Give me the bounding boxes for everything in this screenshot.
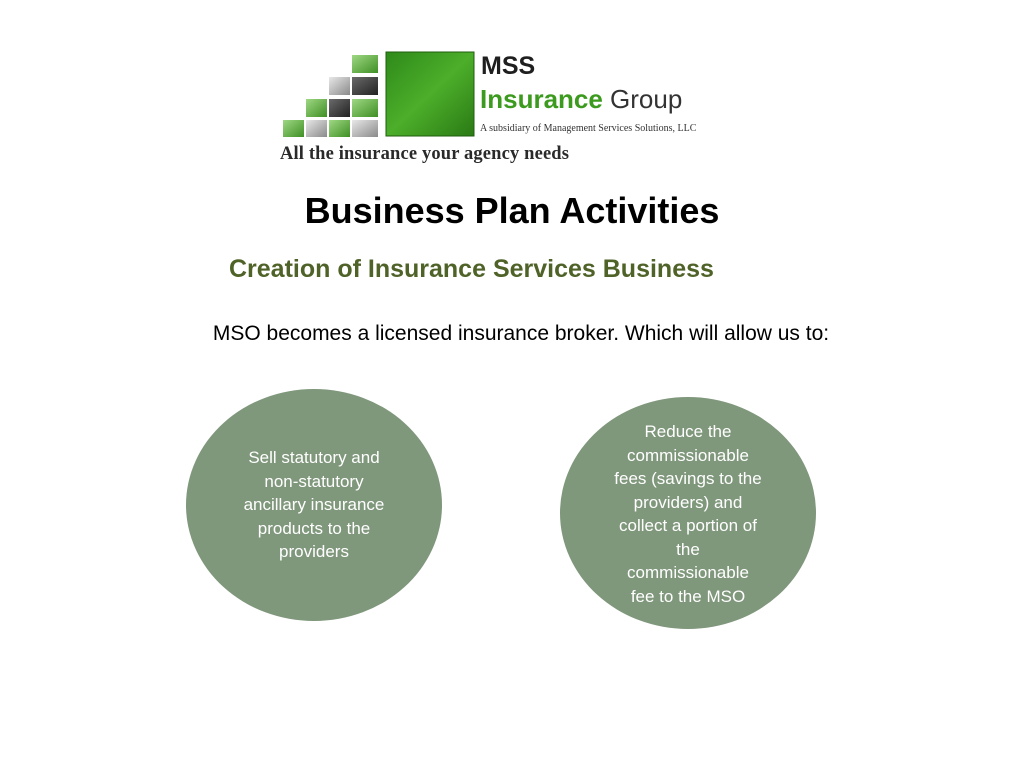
- activity-bubble-text: Sell statutory and non-statutory ancilla…: [243, 448, 385, 561]
- page-title: Business Plan Activities: [304, 190, 720, 231]
- logo-brand-line: Insurance Group: [480, 84, 682, 114]
- page-subtitle: Creation of Insurance Services Business: [229, 255, 714, 283]
- logo-mark-icon: [283, 51, 475, 137]
- activity-bubble-text: Reduce the commissionable fees (savings …: [614, 422, 762, 606]
- activity-bubble-reduce-fees: Reduce the commissionable fees (savings …: [560, 397, 816, 629]
- logo-tagline: All the insurance your agency needs: [280, 144, 570, 164]
- logo-subsidiary-text: A subsidiary of Management Services Solu…: [480, 123, 697, 134]
- activity-bubble-sell: Sell statutory and non-statutory ancilla…: [186, 389, 442, 621]
- company-logo: MSS Insurance Group A subsidiary of Mana…: [280, 50, 750, 168]
- logo-brand-insurance: Insurance: [480, 84, 603, 114]
- logo-brand: MSS: [481, 52, 536, 80]
- intro-text: MSO becomes a licensed insurance broker.…: [212, 322, 830, 345]
- logo-brand-group: Group: [602, 84, 683, 114]
